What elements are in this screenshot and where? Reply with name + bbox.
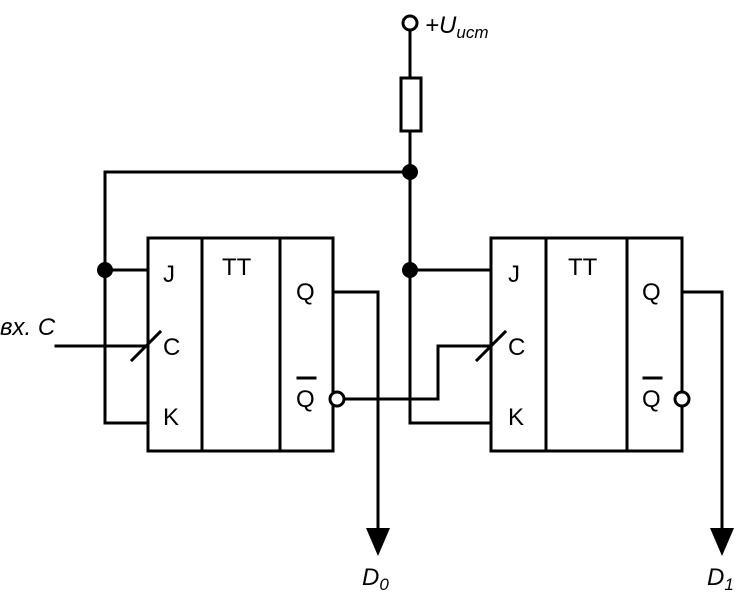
ff0-pin-k: K (163, 404, 179, 431)
ff1-q-output-wire (680, 290, 724, 530)
ff0-qbar-to-ff1-clock-wire (341, 344, 493, 401)
pullup-resistor (399, 76, 423, 133)
ff1-pin-qbar: Q (642, 386, 661, 413)
ff1-output-arrow (710, 528, 734, 556)
ff1-pin-k: K (508, 404, 524, 431)
ff1-type-label: TT (568, 254, 598, 281)
ff1-qbar-bubble (673, 390, 691, 408)
ff0-pin-q: Q (296, 279, 315, 306)
ff1-pin-j: J (508, 261, 520, 288)
ff0-type-label: TT (222, 254, 252, 281)
ff0-qbar-bubble (328, 390, 346, 408)
flipflop-1: TT J C K Q Q (474, 236, 684, 453)
ff1-pin-q: Q (642, 279, 661, 306)
input-label: вх. C (0, 314, 56, 341)
junction-top (402, 164, 418, 180)
ff1-pin-c: C (508, 334, 525, 361)
ff1-body (489, 236, 684, 453)
flipflop-0: TT J C K Q Q (129, 236, 335, 453)
ff1-clock-edge-mark (474, 329, 508, 363)
ff0-output-arrow (366, 528, 390, 556)
ff0-clock-edge-mark (129, 329, 163, 363)
junction-ff0-j (97, 262, 113, 278)
ff0-pin-c: C (163, 334, 180, 361)
ff0-q-output-wire (331, 290, 380, 530)
ff1-output-label: D1 (707, 564, 734, 594)
ff0-output-label: D0 (362, 564, 389, 594)
supply-bus-left (103, 170, 412, 425)
junction-ff1-j (402, 262, 418, 278)
supply-label: +Uист (425, 12, 488, 42)
supply-terminal (401, 14, 419, 32)
ff0-pin-qbar: Q (296, 386, 315, 413)
ff0-pin-j: J (163, 261, 175, 288)
